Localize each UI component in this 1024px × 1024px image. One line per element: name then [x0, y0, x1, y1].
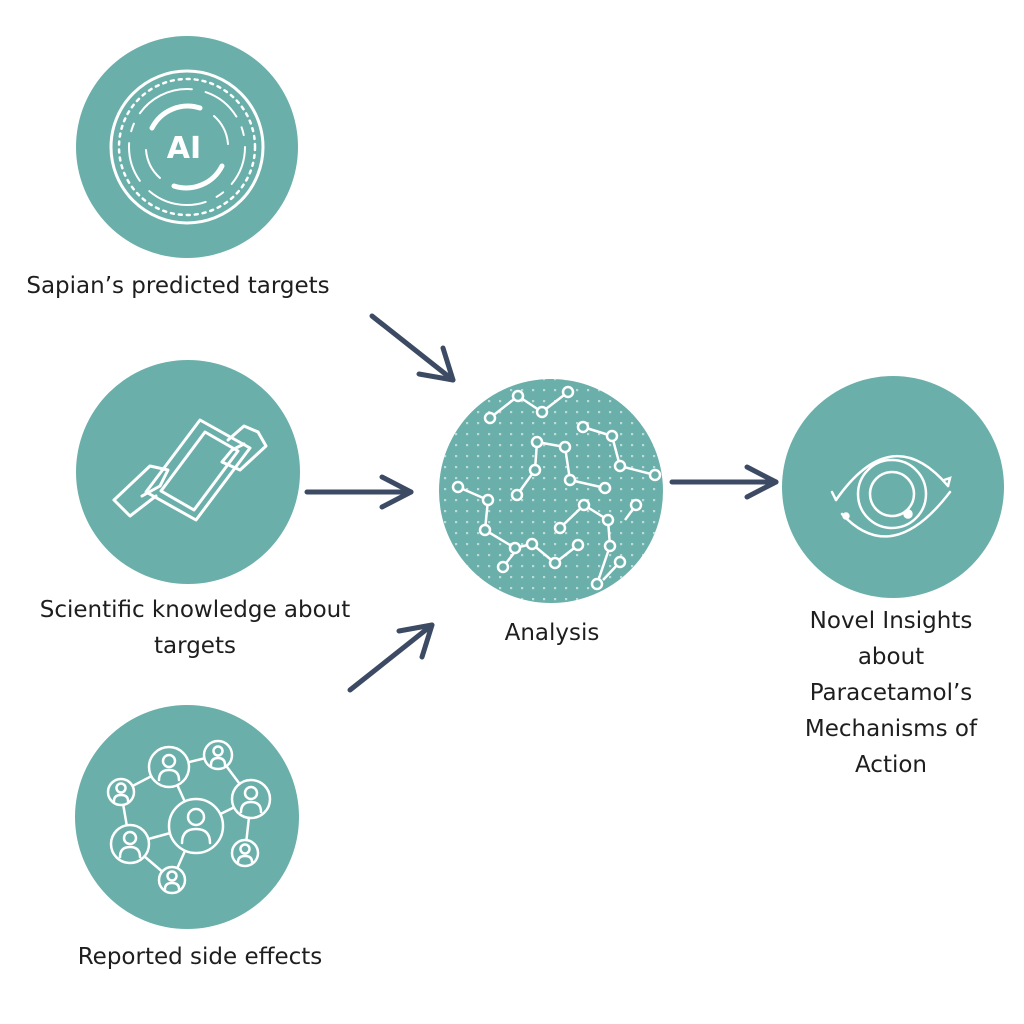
node-insights-label-line: Novel Insights	[809, 608, 973, 634]
node-insights-label-line: Action	[854, 752, 928, 778]
eye-icon	[830, 454, 952, 538]
node-insights-label-line: about	[857, 644, 925, 670]
node-knowledge-label-line: targets	[154, 633, 236, 659]
person-icon	[167, 797, 225, 855]
node-knowledge-circle	[76, 360, 300, 584]
node-ai-label: Sapian’s predicted targets	[26, 273, 330, 299]
arrow-knowledge-to-analysis	[304, 474, 414, 510]
ai-icon: AI	[109, 69, 265, 225]
node-analysis	[439, 379, 663, 603]
people-network-icon	[106, 739, 272, 895]
node-insights-circle	[782, 376, 1004, 598]
node-insights-label-line: Mechanisms of	[804, 716, 978, 742]
node-side-effects-label: Reported side effects	[77, 944, 323, 970]
person-icon	[230, 778, 272, 820]
person-icon	[106, 777, 136, 807]
node-knowledge	[76, 360, 300, 584]
network-graph-icon	[439, 379, 663, 603]
arrow-ai-to-analysis	[369, 313, 456, 383]
arrows	[304, 313, 779, 693]
arrow-analysis-to-insights	[669, 464, 779, 500]
node-insights-label: Novel Insights about Paracetamol’s Mecha…	[786, 603, 996, 783]
person-icon	[202, 739, 234, 771]
node-insights-label-line: Paracetamol’s	[809, 680, 973, 706]
node-ai: AI	[76, 36, 298, 258]
node-knowledge-label: Scientific knowledge about targets	[20, 592, 370, 664]
person-icon	[157, 865, 187, 895]
node-insights	[782, 376, 1004, 598]
node-knowledge-label-line: Scientific knowledge about	[39, 597, 351, 623]
node-side-effects	[75, 705, 299, 929]
arrow-side-effects-to-analysis	[347, 622, 435, 693]
node-analysis-label: Analysis	[504, 620, 600, 646]
node-ai-circle	[76, 36, 298, 258]
person-icon	[230, 838, 260, 868]
ai-icon-text: AI	[167, 131, 201, 166]
person-icon	[147, 745, 191, 789]
person-icon	[109, 823, 151, 865]
tablet-hands-icon	[112, 418, 268, 522]
